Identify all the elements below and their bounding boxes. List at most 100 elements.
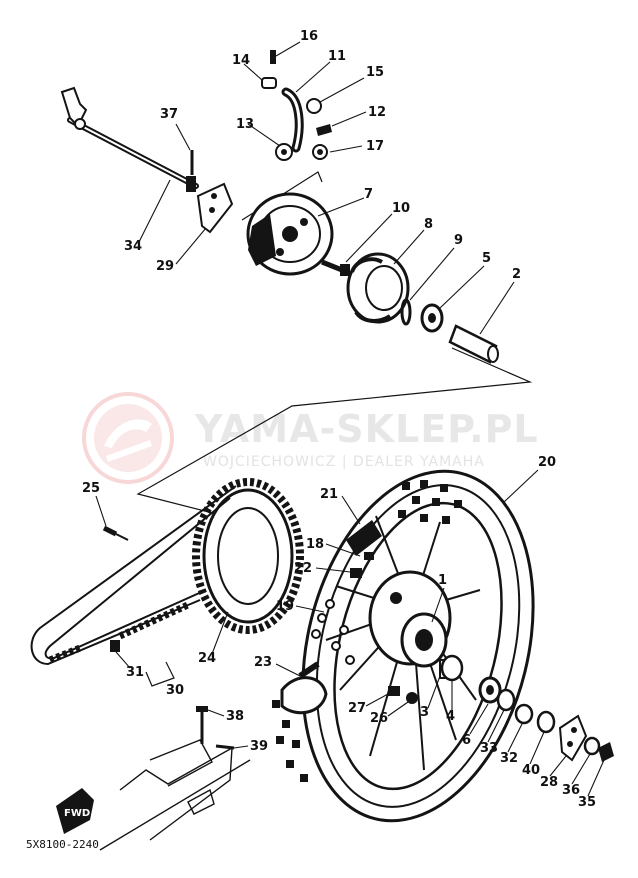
drive-chain-30 [30, 485, 237, 666]
spring-9 [400, 298, 412, 326]
callout-7: 7 [364, 187, 373, 202]
callout-leader-11 [295, 61, 331, 93]
collar-2 [448, 324, 499, 364]
callout-leader-37 [175, 123, 191, 151]
callout-leader-18 [325, 543, 361, 557]
callout-leader-26 [387, 701, 409, 717]
callout-25: 25 [82, 481, 100, 496]
spoke-nipples-19 [311, 599, 355, 665]
right-side-hardware [440, 654, 614, 762]
callout-leader-32 [507, 723, 523, 753]
callout-leader-10 [345, 213, 393, 263]
callout-leader-34 [137, 179, 171, 245]
callout-17: 17 [366, 139, 384, 154]
rear-axle-34 [60, 86, 199, 192]
callout-16: 16 [300, 29, 318, 44]
callout-6: 6 [462, 733, 471, 748]
callout-33: 33 [480, 741, 498, 756]
callout-leader-3 [427, 675, 441, 709]
brake-hardware-group [261, 50, 332, 161]
callout-21: 21 [320, 487, 338, 502]
callout-30: 30 [166, 683, 184, 698]
callout-37: 37 [160, 107, 178, 122]
callout-3: 3 [420, 705, 429, 720]
callout-leaders [95, 41, 605, 797]
watermark-subtitle: WOJCIECHOWICZ | DEALER YAMAHA [203, 454, 485, 470]
callout-34: 34 [124, 239, 142, 254]
callout-40: 40 [522, 763, 540, 778]
callout-leader-40 [529, 731, 545, 765]
callout-leader-13 [247, 123, 281, 147]
callout-leader-1 [431, 587, 445, 623]
callout-32: 32 [500, 751, 518, 766]
callout-leader-23 [275, 663, 301, 677]
screw-39 [215, 744, 235, 750]
callout-14: 14 [232, 53, 250, 68]
swingarm-outline [99, 739, 251, 851]
bolt-10 [321, 259, 350, 276]
callout-4: 4 [446, 709, 455, 724]
callout-leader-16 [275, 41, 301, 57]
nut-22-18 [350, 552, 374, 578]
callout-leader-21 [341, 495, 361, 525]
callout-leader-19 [295, 605, 325, 613]
callout-36: 36 [562, 783, 580, 798]
callout-23: 23 [254, 655, 272, 670]
callout-13: 13 [236, 117, 254, 132]
rear-wheel-assembly [272, 469, 535, 823]
callout-leader-24 [211, 611, 229, 655]
callout-38: 38 [226, 709, 244, 724]
brake-shoe-8 [346, 252, 410, 324]
callout-10: 10 [392, 201, 410, 216]
diagram-code: 5X8100-2240 [26, 838, 99, 851]
callout-11: 11 [328, 49, 346, 64]
callout-leader-12 [331, 111, 367, 127]
brake-shoe-plate-7 [246, 192, 334, 276]
callout-leader-38 [207, 709, 225, 717]
callout-9: 9 [454, 233, 463, 248]
callout-26: 26 [370, 711, 388, 726]
callout-15: 15 [366, 65, 384, 80]
callout-leader-39 [233, 745, 249, 749]
callout-leader-8 [393, 229, 425, 265]
chain-joint-31 [110, 640, 120, 652]
callout-35: 35 [578, 795, 596, 810]
callout-leader-20 [503, 469, 539, 503]
callout-leader-22 [315, 567, 351, 573]
callout-leader-5 [439, 265, 485, 309]
callout-leader-33 [487, 709, 505, 743]
callout-29: 29 [156, 259, 174, 274]
callout-leader-17 [329, 145, 363, 153]
watermark-logo [82, 392, 174, 484]
callout-5: 5 [482, 251, 491, 266]
chain-adjuster-29-left [196, 182, 234, 234]
callout-1: 1 [438, 573, 447, 588]
callout-leader-2 [479, 281, 515, 335]
bolt-38 [196, 706, 208, 744]
fwd-label: FWD [64, 808, 90, 819]
callout-leader-27 [365, 693, 389, 707]
callout-leader-14 [243, 63, 263, 81]
callout-39: 39 [250, 739, 268, 754]
callout-31: 31 [126, 665, 144, 680]
callout-19: 19 [276, 599, 294, 614]
callout-leader-31 [115, 651, 131, 669]
chain-bracket-line [145, 661, 175, 687]
callout-12: 12 [368, 105, 386, 120]
callout-leader-9 [409, 247, 455, 301]
callout-8: 8 [424, 217, 433, 232]
callout-leader-6 [469, 703, 489, 735]
callout-28: 28 [540, 775, 558, 790]
callout-18: 18 [306, 537, 324, 552]
callout-27: 27 [348, 701, 366, 716]
bearing-5 [420, 303, 444, 333]
callout-leader-25 [95, 495, 107, 527]
callout-leader-15 [319, 77, 365, 103]
callout-leader-28 [549, 755, 567, 777]
watermark-title: YAMA-SKLEP.PL [194, 407, 539, 451]
callout-leader-7 [317, 197, 365, 217]
fwd-direction-tag: FWD [56, 788, 94, 834]
callout-20: 20 [538, 455, 556, 470]
